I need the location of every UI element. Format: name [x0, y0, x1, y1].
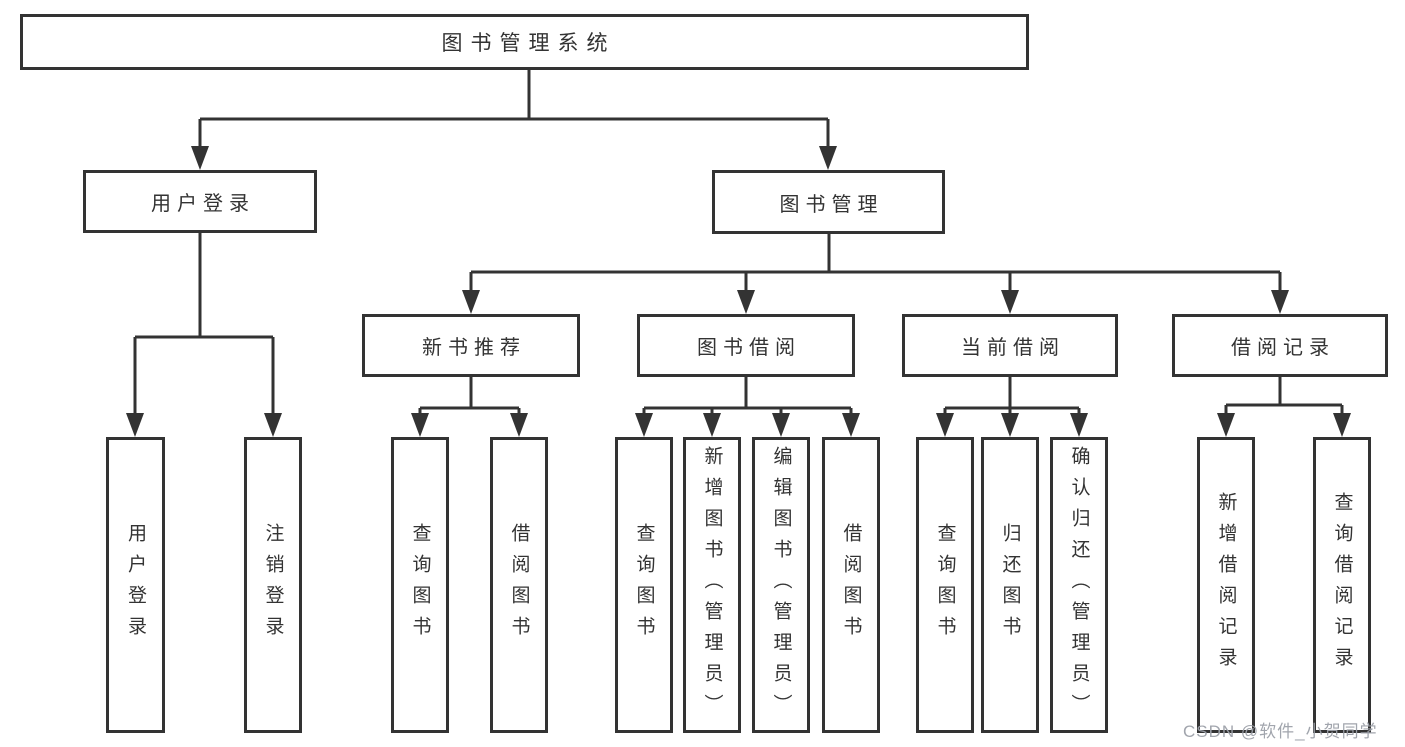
leaf-query-book-bb: 查询图书	[615, 437, 673, 733]
csdn-watermark: CSDN @软件_小贺同学	[1183, 722, 1378, 741]
node-user-login: 用户登录	[83, 170, 317, 233]
node-root: 图书管理系统	[20, 14, 1029, 70]
node-current-borrowing: 当前借阅	[902, 314, 1118, 377]
leaf-query-book-nbr: 查询图书	[391, 437, 449, 733]
node-borrowing-records: 借阅记录	[1172, 314, 1388, 377]
arrowheads	[126, 146, 1351, 437]
leaf-query-book-cb: 查询图书	[916, 437, 974, 733]
leaf-add-borrow-record: 新增借阅记录	[1197, 437, 1255, 733]
node-new-book-recommendation: 新书推荐	[362, 314, 580, 377]
leaf-borrow-book-nbr: 借阅图书	[490, 437, 548, 733]
leaf-user-login: 用户登录	[106, 437, 165, 733]
leaf-add-book-admin: 新增图书（管理员）	[683, 437, 741, 733]
leaf-logout: 注销登录	[244, 437, 302, 733]
connector-shafts	[133, 70, 1344, 416]
leaf-query-borrow-record: 查询借阅记录	[1313, 437, 1371, 733]
leaf-borrow-book-bb: 借阅图书	[822, 437, 880, 733]
node-book-management: 图书管理	[712, 170, 945, 234]
leaf-edit-book-admin: 编辑图书（管理员）	[752, 437, 810, 733]
node-book-borrowing: 图书借阅	[637, 314, 855, 377]
leaf-return-book: 归还图书	[981, 437, 1039, 733]
leaf-confirm-return-admin: 确认归还（管理员）	[1050, 437, 1108, 733]
